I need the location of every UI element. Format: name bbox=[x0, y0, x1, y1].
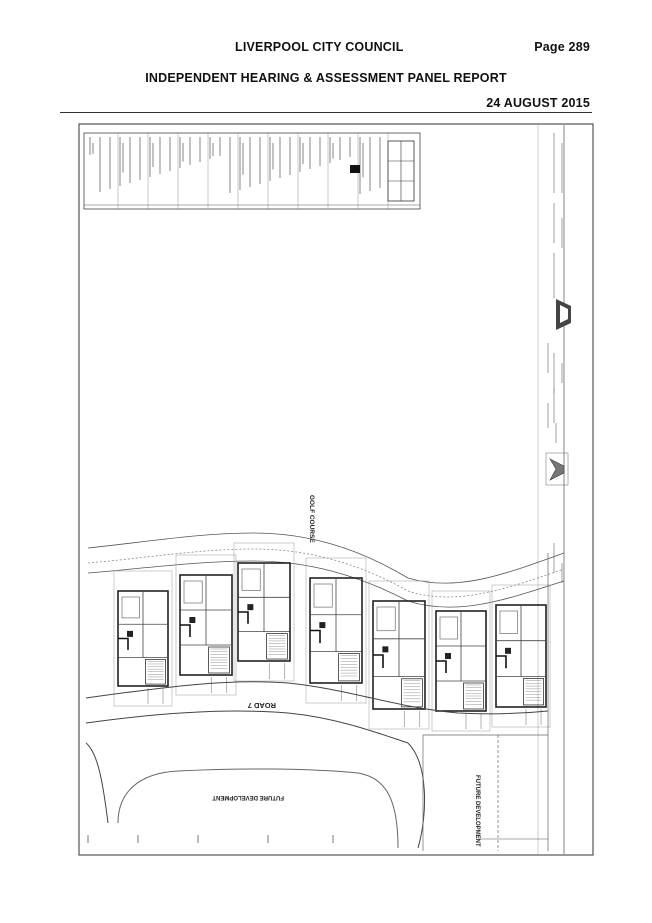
road-7-label: ROAD 7 bbox=[248, 701, 276, 710]
site-plan-drawing: GOLF COURSE ROAD 7 FUTURE DEVELOPMENT FU… bbox=[78, 123, 594, 856]
golf-course-boundary bbox=[87, 532, 565, 608]
council-name: LIVERPOOL CITY COUNCIL bbox=[235, 40, 404, 54]
lot-3 bbox=[233, 542, 295, 682]
lot-2 bbox=[175, 554, 237, 696]
page-number: Page 289 bbox=[534, 40, 590, 54]
future-development-boundary bbox=[422, 553, 549, 851]
notes-table bbox=[83, 132, 421, 210]
golf-course-label: GOLF COURSE bbox=[308, 495, 315, 543]
title-block bbox=[545, 133, 571, 583]
future-development-label-left: FUTURE DEVELOPMENT bbox=[212, 794, 284, 800]
future-development-label-right: FUTURE DEVELOPMENT bbox=[474, 775, 480, 847]
lot-1 bbox=[113, 570, 173, 707]
sheet-border bbox=[78, 123, 594, 856]
lot-5 bbox=[368, 580, 430, 730]
road-7 bbox=[85, 681, 549, 849]
report-title: INDEPENDENT HEARING & ASSESSMENT PANEL R… bbox=[145, 71, 507, 85]
scale-bar bbox=[87, 835, 548, 843]
report-date: 24 AUGUST 2015 bbox=[486, 96, 590, 110]
lot-7 bbox=[491, 584, 551, 728]
header-rule bbox=[60, 112, 592, 113]
lot-4 bbox=[305, 557, 367, 704]
lots-group bbox=[113, 542, 551, 732]
lot-6 bbox=[431, 590, 491, 732]
